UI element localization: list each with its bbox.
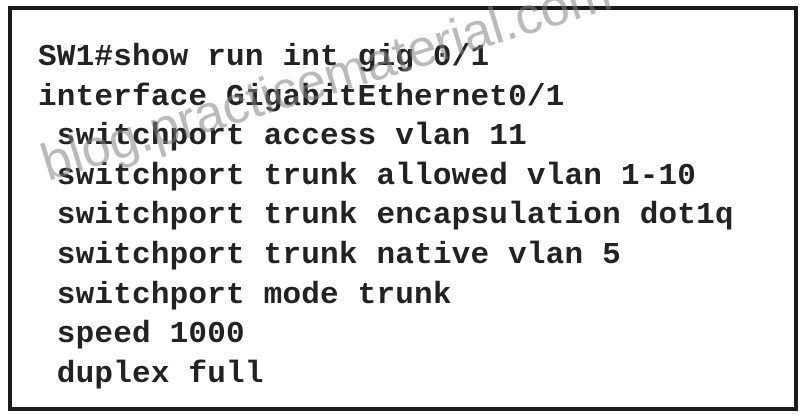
config-line-interface: interface GigabitEthernet0/1 [38,79,565,115]
command-prompt-line: SW1#show run int gig 0/1 [38,40,490,75]
config-line-trunk-encapsulation: switchport trunk encapsulation dot1q [38,198,734,234]
config-line-speed: speed 1000 [38,317,245,353]
config-line-trunk-native: switchport trunk native vlan 5 [38,237,621,273]
config-line-mode: switchport mode trunk [38,277,452,313]
config-line-trunk-allowed: switchport trunk allowed vlan 1-10 [38,158,697,194]
config-output-box: SW1#show run int gig 0/1 interface Gigabi… [8,6,798,411]
terminal-output: SW1#show run int gig 0/1 interface Gigabi… [38,38,734,394]
config-line-access-vlan: switchport access vlan 11 [38,119,527,155]
config-line-duplex: duplex full [38,356,264,392]
